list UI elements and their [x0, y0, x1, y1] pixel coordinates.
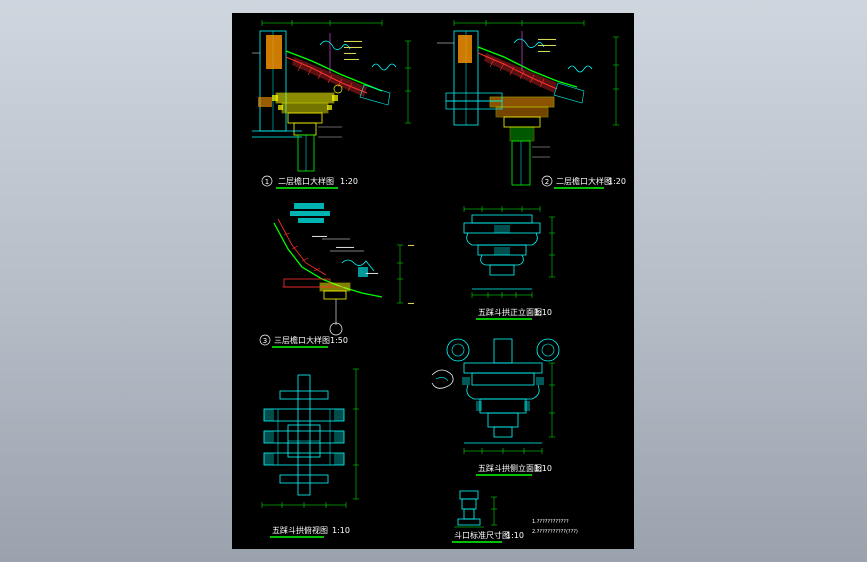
svg-text:二层檐口大样图: 二层檐口大样图 [278, 176, 334, 186]
svg-text:━━━━: ━━━━ [343, 51, 357, 57]
svg-text:3: 3 [263, 337, 267, 345]
detail-eave-section-2: ━━━━━━━━━━━━ ━━━━ [437, 20, 619, 186]
svg-text:━━: ━━ [407, 243, 415, 249]
svg-text:五踩斗拱侧立面图: 五踩斗拱侧立面图 [478, 463, 542, 473]
detail-bracket-plan [261, 368, 359, 508]
svg-text:━━━━: ━━━━ [365, 271, 379, 277]
svg-text:1:10: 1:10 [506, 531, 524, 540]
svg-text:━━━━━━: ━━━━━━ [335, 245, 355, 251]
detail-title-1: 1 二层檐口大样图 1:20 [261, 175, 358, 189]
svg-text:2.???????????(???): 2.???????????(???) [532, 529, 578, 535]
svg-text:━━━━━━: ━━━━━━ [343, 45, 363, 51]
cad-drawing: ━━━━━━━━━━━━ ━━━━━━━━━ [252, 20, 626, 543]
svg-text:━━━━: ━━━━ [537, 49, 551, 55]
notes: 1.???????????? 2.???????????(???) [532, 519, 578, 535]
detail-title-4: 五踩斗拱正立面图 1:10 [476, 307, 552, 320]
svg-text:五踩斗拱俯视图: 五踩斗拱俯视图 [272, 525, 328, 535]
svg-text:1: 1 [265, 178, 269, 186]
detail-title-6: 五踩斗拱俯视图 1:10 [270, 525, 350, 538]
svg-text:1:10: 1:10 [332, 526, 350, 535]
svg-text:1:20: 1:20 [340, 177, 358, 186]
svg-text:三层檐口大样图: 三层檐口大样图 [274, 335, 330, 345]
svg-text:1:50: 1:50 [330, 336, 348, 345]
detail-eave-section-1: ━━━━━━━━━━━━ ━━━━━━━━━ [252, 20, 411, 172]
detail-standard-module [454, 490, 497, 528]
svg-text:━━━━━: ━━━━━ [311, 234, 328, 240]
detail-title-2: 2 二层檐口大样图 1:20 [541, 175, 626, 189]
svg-text:━━━━━━: ━━━━━━ [537, 43, 557, 49]
svg-text:1:20: 1:20 [608, 177, 626, 186]
svg-text:━━━━━: ━━━━━ [343, 57, 360, 63]
svg-text:二层檐口大样图: 二层檐口大样图 [556, 176, 612, 186]
svg-text:2: 2 [545, 178, 549, 186]
svg-text:1:10: 1:10 [534, 464, 552, 473]
detail-title-7: 斗口标准尺寸图 1:10 [452, 530, 524, 543]
drawing-sheet[interactable]: ━━━━━━━━━━━━ ━━━━━━━━━ [232, 13, 634, 549]
svg-text:━━━━━━: ━━━━━━ [343, 39, 363, 45]
svg-text:五踩斗拱正立面图: 五踩斗拱正立面图 [478, 307, 542, 317]
detail-bracket-front [463, 206, 555, 298]
detail-title-3: 3 三层檐口大样图 1:50 [259, 334, 348, 348]
detail-eave-section-3: ━━━━━━━━━━━ ━━━━ ━━━━ [273, 203, 415, 336]
svg-text:1:10: 1:10 [534, 308, 552, 317]
detail-title-5: 五踩斗拱侧立面图 1:10 [476, 463, 552, 476]
svg-text:━━━━━━: ━━━━━━ [537, 37, 557, 43]
svg-text:━━: ━━ [407, 301, 415, 307]
detail-bracket-side [431, 338, 560, 454]
svg-text:1.????????????: 1.???????????? [532, 519, 569, 525]
svg-text:斗口标准尺寸图: 斗口标准尺寸图 [454, 530, 510, 540]
